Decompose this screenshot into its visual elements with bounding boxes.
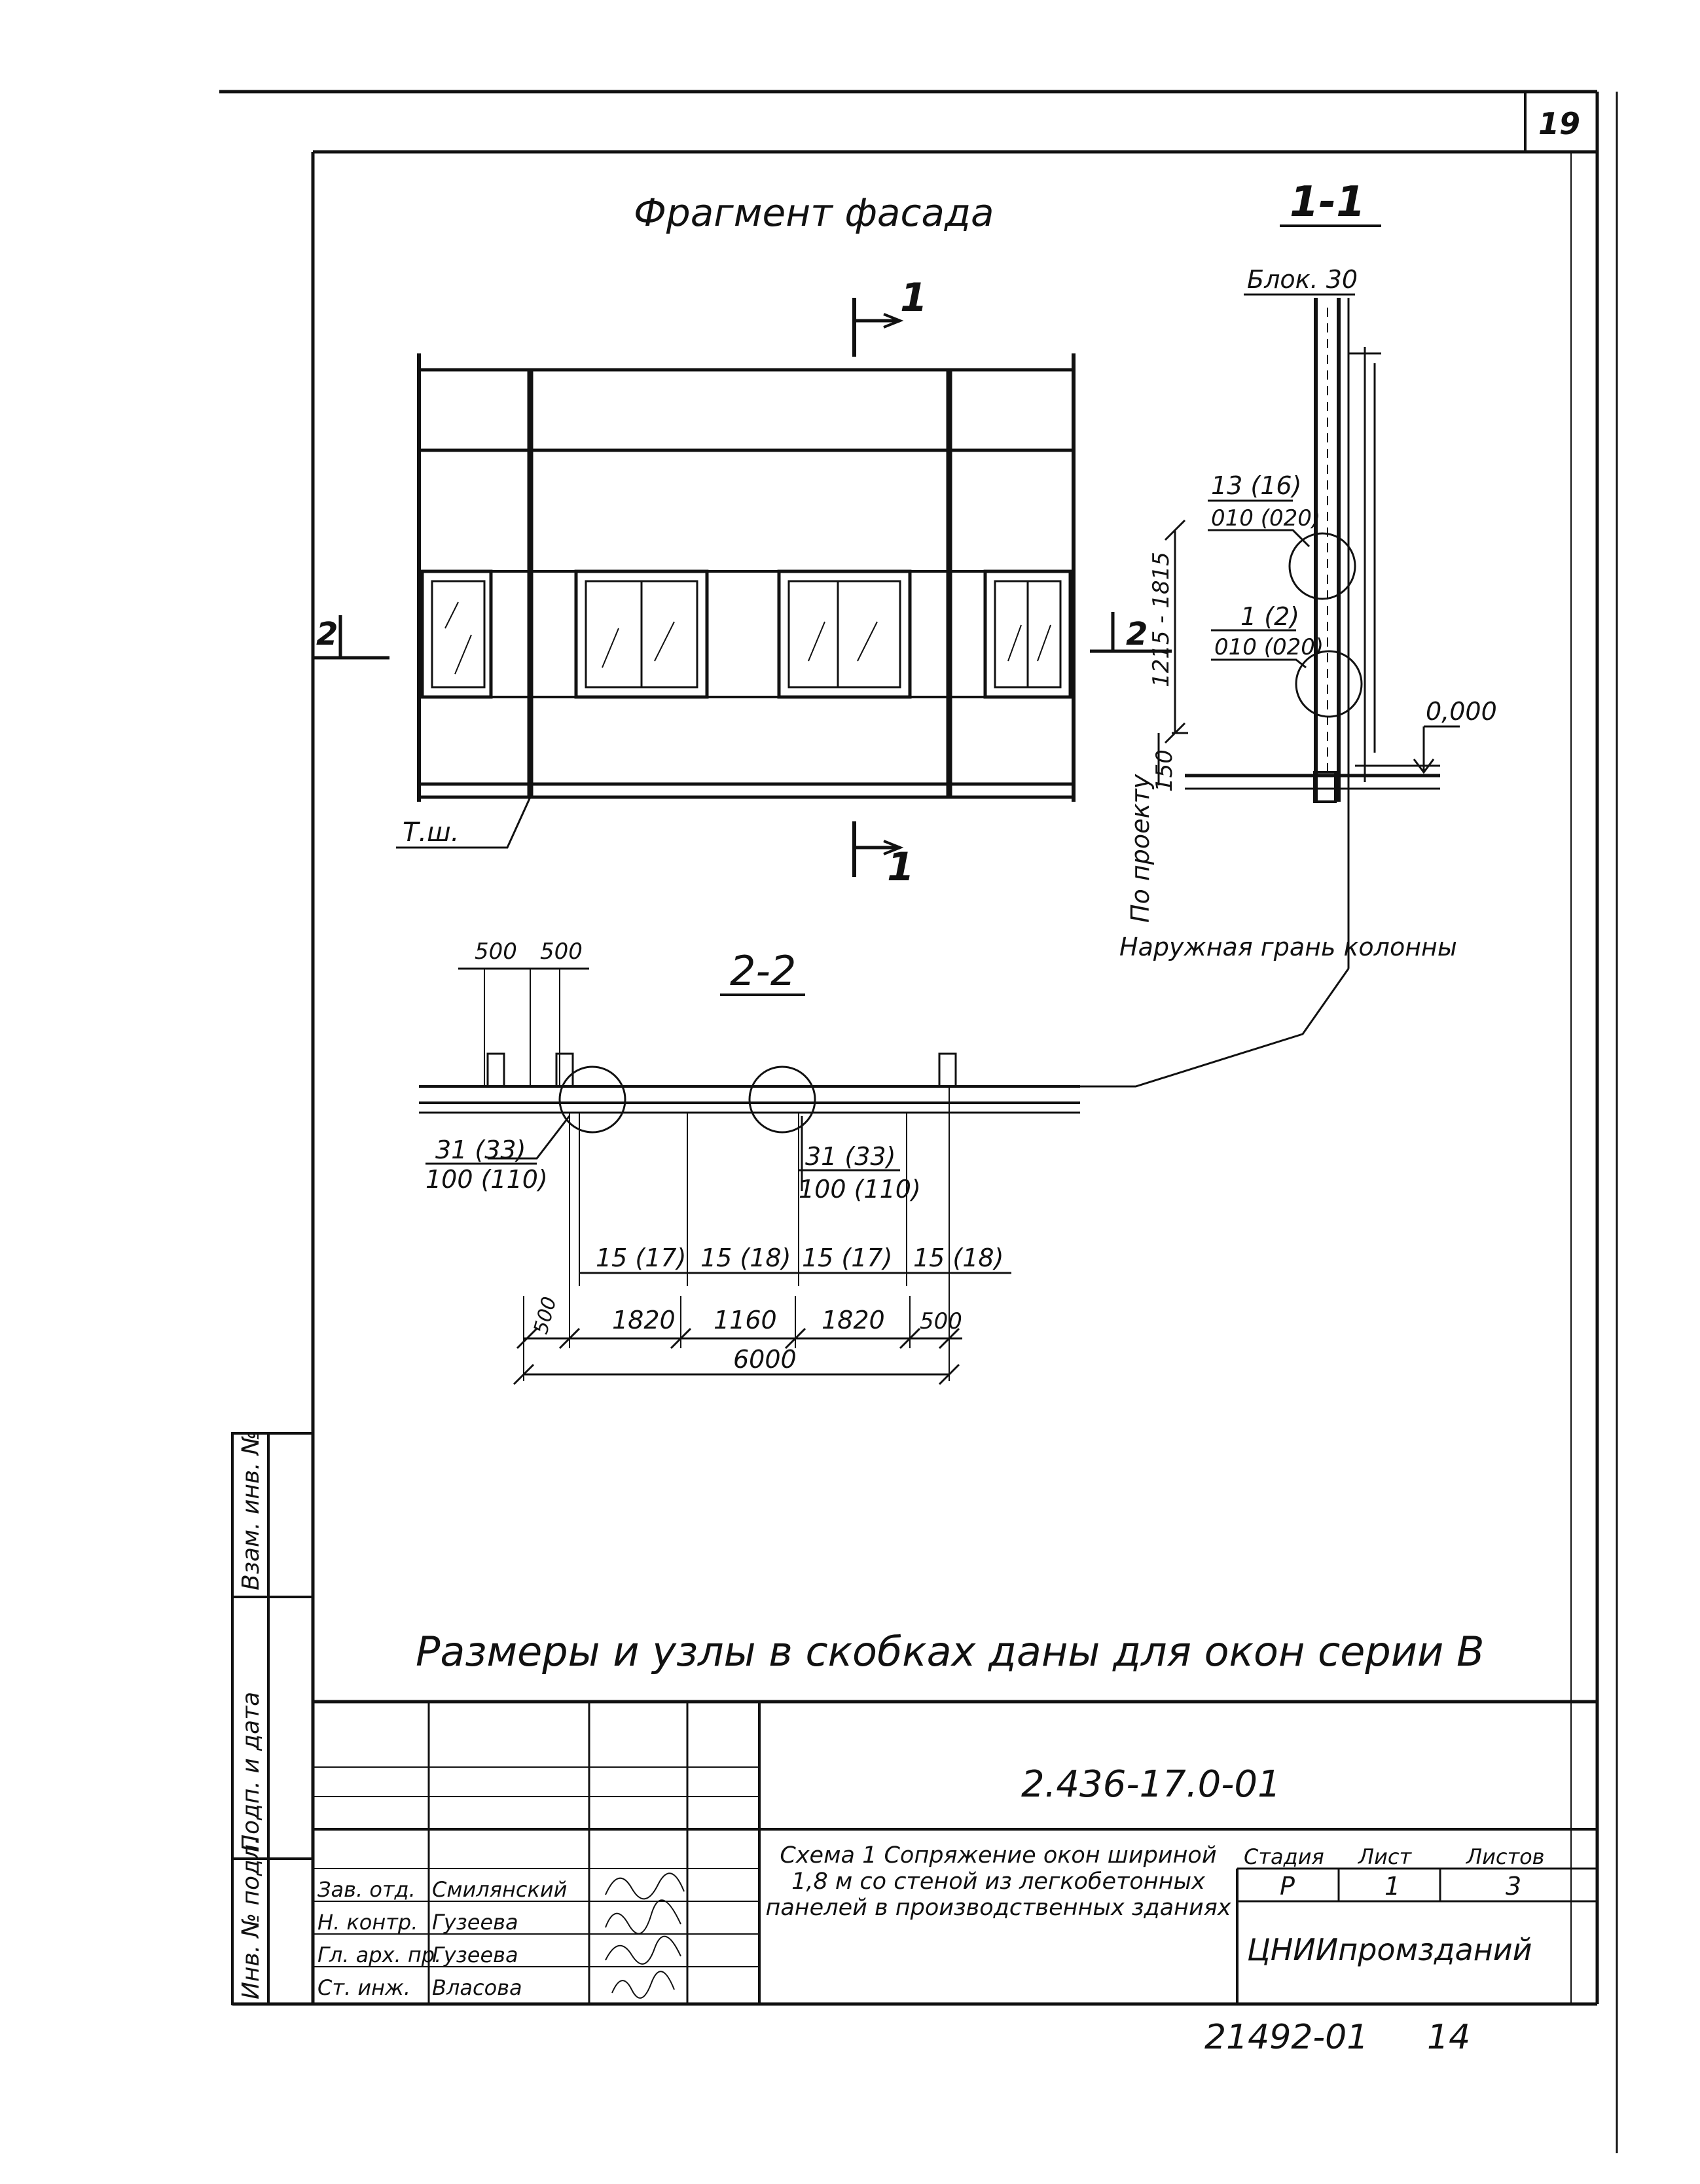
bottom-dim-1: 500 <box>530 1295 562 1336</box>
side-label-sign: Подп. и дата <box>238 1692 264 1852</box>
ground-leader <box>396 797 532 849</box>
note: Размеры и узлы в скобках даны для окон с… <box>416 1628 1485 1675</box>
organization: ЦНИИпромзданий <box>1247 1932 1532 1967</box>
staff-name-2: Гузеева <box>432 1910 518 1935</box>
section-1-marker-top <box>852 298 904 357</box>
bottom-dim-3: 1160 <box>714 1306 777 1334</box>
node-left-leader <box>488 1115 571 1160</box>
dim-left-2: 500 <box>540 939 583 965</box>
height-dimension: 1215 - 1815 <box>1148 552 1174 687</box>
staff-role-3: Гл. арх. пр. <box>317 1942 441 1967</box>
node-drop-lines <box>579 1113 1011 1286</box>
document-code: 2.436-17.0-01 <box>1021 1763 1281 1806</box>
facade-window-1 <box>420 569 493 699</box>
node-mark-2: 15 (18) <box>700 1244 791 1272</box>
staff-role-4: Ст. инж. <box>317 1975 410 2000</box>
node-mid-top: 31 (33) <box>805 1142 895 1171</box>
sheets-header: Листов <box>1466 1844 1545 1869</box>
facade-drawing <box>417 353 1076 802</box>
stage-value: Р <box>1280 1872 1295 1901</box>
section-1-mark-top: 1 <box>900 275 928 321</box>
node-lower-top: 1 (2) <box>1240 602 1299 631</box>
ground-label: Т.ш. <box>403 817 459 848</box>
facade-title: Фрагмент фасада <box>634 190 994 235</box>
bottom-dim-5: 500 <box>920 1308 962 1334</box>
archive-page: 14 <box>1427 2018 1470 2057</box>
section-1-1-top-label: Блок. 30 <box>1247 265 1358 294</box>
sheet-value: 1 <box>1384 1872 1400 1901</box>
facade-window-2 <box>574 569 709 699</box>
level-marker <box>1373 363 1460 774</box>
node-circle-mid <box>748 1065 816 1134</box>
node-circle-left <box>558 1065 626 1134</box>
sill-dimension: 150 <box>1151 749 1178 792</box>
bottom-dim-2: 1820 <box>612 1306 676 1334</box>
node-circle-lower <box>1211 650 1363 718</box>
facade-window-4 <box>983 569 1072 699</box>
node-mark-3: 15 (17) <box>802 1244 892 1272</box>
archive-number: 21492-01 <box>1204 2018 1368 2057</box>
staff-name-1: Смилянский <box>432 1877 567 1902</box>
node-left-bottom: 100 (110) <box>425 1165 548 1194</box>
sheet-number: 19 <box>1538 106 1580 141</box>
section-2-mark-right: 2 <box>1126 616 1148 653</box>
signatures <box>605 1872 685 1999</box>
node-upper-top: 13 (16) <box>1211 471 1301 500</box>
staff-role-2: Н. контр. <box>317 1910 418 1935</box>
section-2-2-title: 2-2 <box>730 947 796 995</box>
node-mid-bottom: 100 (110) <box>799 1175 921 1204</box>
side-strip <box>231 1432 314 2005</box>
side-note: По проекту <box>1126 774 1155 923</box>
stage-header: Стадия <box>1244 1844 1324 1869</box>
total-dim: 6000 <box>733 1345 797 1374</box>
node-lower-bottom: 010 (020) <box>1214 634 1324 660</box>
drawing-title-box: Схема 1 Сопряжение окон шириной 1,8 м со… <box>765 1842 1231 1921</box>
dim-left-1: 500 <box>475 939 517 965</box>
section-1-marker-bottom <box>852 821 904 877</box>
facade-window-3 <box>777 569 912 699</box>
section-1-1-wall <box>1185 298 1440 969</box>
section-1-1-title: 1-1 <box>1290 178 1365 226</box>
height-dimension-line <box>1157 519 1188 785</box>
title-block-grid <box>313 1700 1597 2004</box>
staff-name-3: Гузеева <box>432 1942 518 1967</box>
side-label-replace: Взам. инв. № <box>238 1431 264 1590</box>
section-2-marker-left <box>314 615 389 660</box>
section-1-mark-bottom: 1 <box>887 844 914 890</box>
node-left-top: 31 (33) <box>435 1136 526 1164</box>
sheets-value: 3 <box>1506 1872 1521 1901</box>
section-2-mark-left: 2 <box>316 616 338 653</box>
level-mark: 0,000 <box>1426 697 1497 726</box>
column-note-leader <box>1074 968 1350 1088</box>
side-label-inv: Инв. № подл. <box>238 1837 264 1999</box>
sheet-header: Лист <box>1358 1844 1412 1869</box>
section-2-marker-right <box>1090 612 1172 653</box>
node-mark-1: 15 (17) <box>596 1244 686 1272</box>
staff-role-1: Зав. отд. <box>317 1877 416 1902</box>
node-circle-upper <box>1208 529 1356 600</box>
column-note: Наружная грань колонны <box>1119 933 1457 961</box>
drawing-title: Схема 1 Сопряжение окон шириной 1,8 м со… <box>765 1842 1231 1921</box>
bottom-dim-4: 1820 <box>822 1306 885 1334</box>
bottom-dimension-chain <box>513 1086 962 1386</box>
node-upper-bottom: 010 (020) <box>1211 505 1320 531</box>
staff-name-4: Власова <box>432 1975 522 2000</box>
node-mark-4: 15 (18) <box>913 1244 1004 1272</box>
